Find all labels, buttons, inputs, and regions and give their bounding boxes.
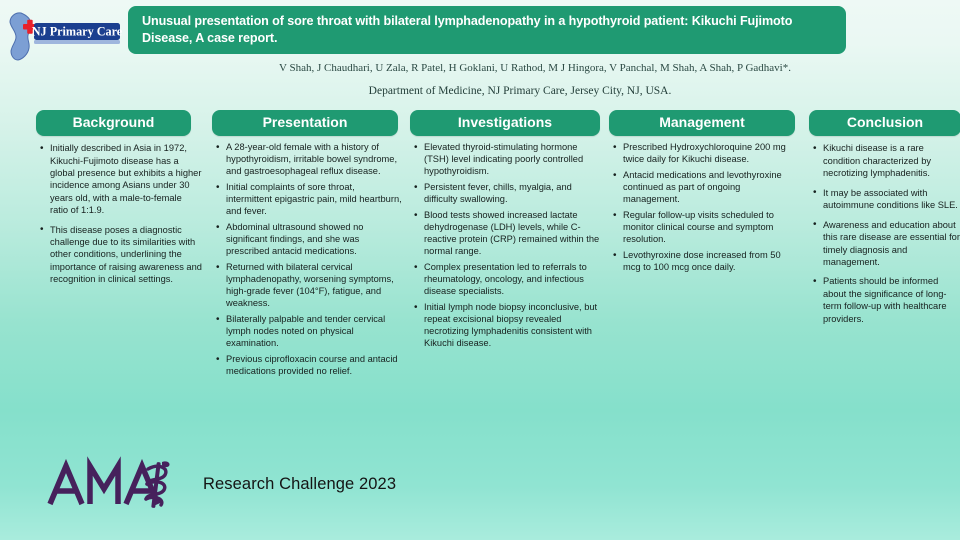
- list-item: Complex presentation led to referrals to…: [413, 262, 600, 298]
- list-item: Levothyroxine dose increased from 50 mcg…: [612, 250, 797, 274]
- caduceus-icon: [144, 461, 170, 508]
- section-presentation: Presentation A 28-year-old female with a…: [212, 110, 404, 382]
- section-header-investigations: Investigations: [410, 110, 600, 137]
- list-item: Patients should be informed about the si…: [812, 275, 960, 325]
- section-conclusion: Conclusion Kikuchi disease is a rare con…: [809, 110, 960, 332]
- ama-letters: [47, 456, 161, 506]
- list-item: Abdominal ultrasound showed no significa…: [215, 222, 402, 258]
- section-investigations: Investigations Elevated thyroid-stimulat…: [410, 110, 602, 354]
- nj-primary-care-logo: NJ Primary Care: [4, 10, 122, 62]
- list-item: Returned with bilateral cervical lymphad…: [215, 262, 402, 310]
- list-item: Initially described in Asia in 1972, Kik…: [39, 142, 202, 216]
- section-header-presentation: Presentation: [212, 110, 398, 137]
- bullet-list-management: Prescribed Hydroxychloroquine 200 mg twi…: [609, 142, 799, 274]
- list-item: Prescribed Hydroxychloroquine 200 mg twi…: [612, 142, 797, 166]
- list-item: Regular follow-up visits scheduled to mo…: [612, 210, 797, 246]
- poster-columns: Background Initially described in Asia i…: [0, 110, 960, 382]
- logo-name-bar: [34, 23, 120, 40]
- nj-primary-care-logo-graphic: NJ Primary Care: [9, 12, 122, 61]
- serpent-head: [162, 461, 170, 468]
- bullet-list-presentation: A 28-year-old female with a history of h…: [212, 142, 404, 378]
- section-header-background: Background: [36, 110, 191, 137]
- list-item: Persistent fever, chills, myalgia, and d…: [413, 182, 600, 206]
- list-item: Awareness and education about this rare …: [812, 218, 960, 269]
- footer-label: Research Challenge 2023: [203, 474, 397, 493]
- ama-research-challenge-logo: [47, 456, 170, 508]
- cross-vertical: [27, 19, 33, 34]
- logo-name-text: NJ Primary Care: [32, 25, 122, 39]
- logo-name-bar-shadow: [34, 40, 120, 44]
- bullet-list-background: Initially described in Asia in 1972, Kik…: [36, 142, 204, 285]
- bullet-list-investigations: Elevated thyroid-stimulating hormone (TS…: [410, 142, 602, 350]
- poster-title: Unusual presentation of sore throat with…: [128, 6, 846, 55]
- list-item: Initial complaints of sore throat, inter…: [215, 182, 402, 218]
- list-item: Kikuchi disease is a rare condition char…: [812, 142, 960, 179]
- poster-footer: Research Challenge 2023: [44, 456, 396, 512]
- list-item: It may be associated with autoimmune con…: [812, 186, 960, 212]
- section-header-management: Management: [609, 110, 795, 137]
- affiliation: Department of Medicine, NJ Primary Care,…: [368, 85, 672, 97]
- author-list: V Shah, J Chaudhari, U Zala, R Patel, H …: [279, 62, 791, 74]
- section-background: Background Initially described in Asia i…: [36, 110, 204, 292]
- list-item: Elevated thyroid-stimulating hormone (TS…: [413, 142, 600, 178]
- bullet-list-conclusion: Kikuchi disease is a rare condition char…: [809, 142, 960, 325]
- list-item: Bilaterally palpable and tender cervical…: [215, 314, 402, 350]
- list-item: Previous ciprofloxacin course and antaci…: [215, 354, 402, 378]
- list-item: This disease poses a diagnostic challeng…: [39, 223, 202, 286]
- list-item: Blood tests showed increased lactate deh…: [413, 210, 600, 258]
- section-management: Management Prescribed Hydroxychloroquine…: [609, 110, 799, 278]
- section-header-conclusion: Conclusion: [809, 110, 960, 137]
- list-item: Antacid medications and levothyroxine co…: [612, 170, 797, 206]
- list-item: Initial lymph node biopsy inconclusive, …: [413, 302, 600, 350]
- list-item: A 28-year-old female with a history of h…: [215, 142, 402, 178]
- poster-header: NJ Primary Care Unusual presentation of …: [0, 0, 960, 108]
